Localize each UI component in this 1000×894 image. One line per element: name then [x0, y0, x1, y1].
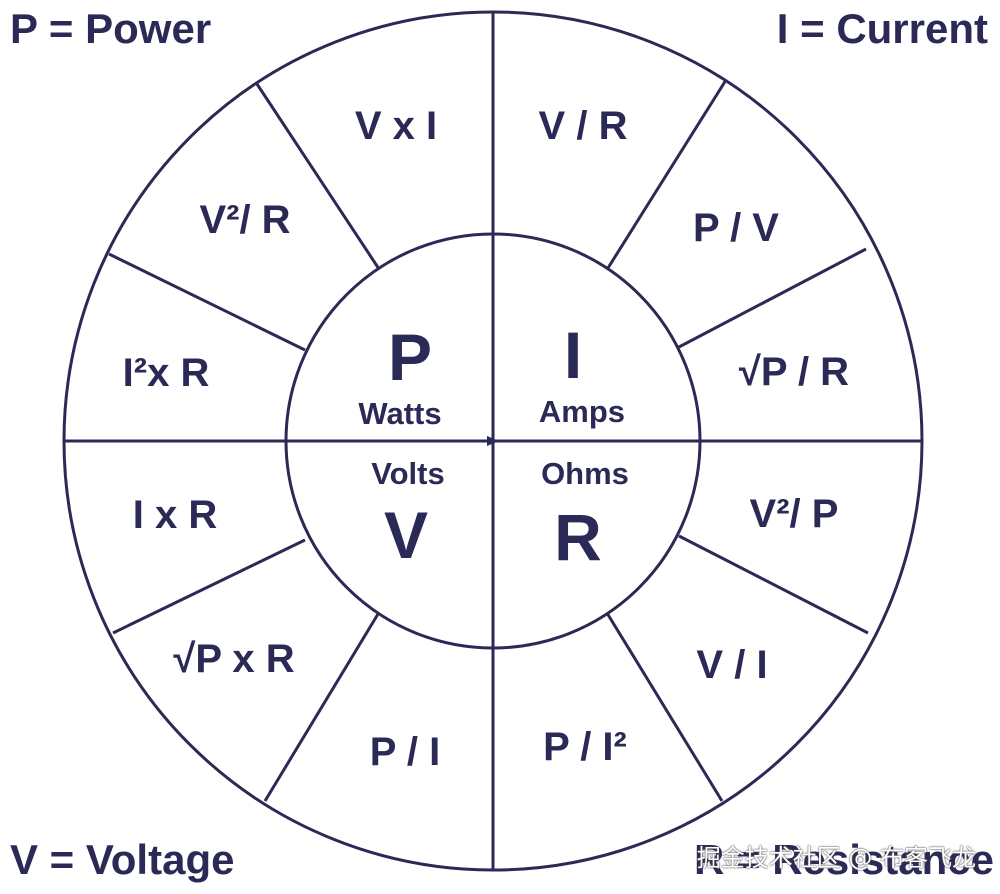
divider-line: [263, 613, 380, 802]
divider-line: [112, 538, 306, 635]
power-symbol: P: [388, 320, 432, 394]
formula-v-pi: P / I: [370, 730, 440, 774]
divider-line: [606, 79, 728, 269]
formula-i-pv: P / V: [693, 206, 779, 250]
voltage-symbol: V: [384, 498, 428, 572]
current-unit: Amps: [539, 394, 625, 429]
formula-p-v2r: V²/ R: [199, 198, 290, 242]
formula-v-ixr: I x R: [133, 493, 218, 537]
current-symbol: I: [564, 318, 582, 392]
formula-i-sqrt-pr: √P / R: [739, 350, 849, 394]
divider-line: [255, 83, 381, 270]
formula-p-i2r: I²x R: [123, 351, 210, 395]
center-arrow-icon: [487, 436, 499, 446]
formula-p-vxi: V x I: [355, 104, 437, 148]
legend-voltage: V = Voltage: [10, 836, 235, 883]
power-unit: Watts: [358, 396, 441, 431]
legend-power: P = Power: [10, 5, 212, 52]
legend-resistance: R = Resistance: [694, 836, 994, 883]
formula-r-pi2: P / I²: [543, 725, 627, 769]
divider-line: [678, 534, 869, 635]
divider-line: [605, 612, 724, 802]
divider-line: [108, 252, 306, 352]
sector-dividers: [108, 79, 869, 802]
legend-current: I = Current: [776, 5, 988, 52]
divider-line: [678, 247, 867, 349]
formula-r-v2p: V²/ P: [750, 492, 839, 536]
formula-v-sqrt-pxr: √P x R: [173, 637, 294, 681]
formula-r-vi: V / I: [696, 643, 767, 687]
resistance-symbol: R: [554, 500, 602, 574]
voltage-unit: Volts: [371, 456, 445, 491]
formula-i-vr: V / R: [539, 104, 628, 148]
watermark: 掘金技术社区 @ 布客飞龙: [696, 844, 976, 872]
resistance-unit: Ohms: [541, 456, 629, 491]
